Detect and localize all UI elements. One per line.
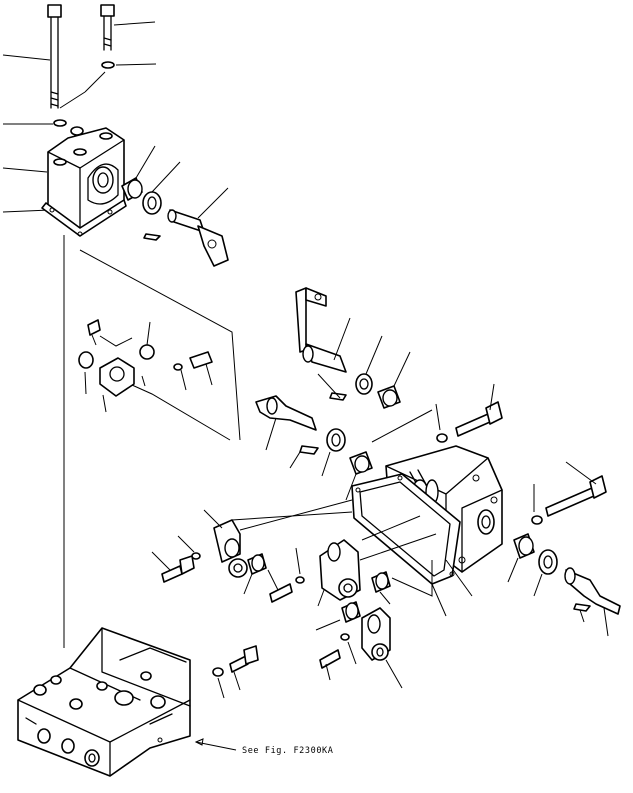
bushing-top: [121, 177, 143, 201]
shaft-middle: [255, 395, 319, 469]
reference-leader: [194, 738, 237, 751]
seal-middle: [321, 428, 346, 477]
pin-top: [143, 233, 161, 241]
fork-assembly-lines: [359, 515, 437, 597]
long-bolt-left: [47, 4, 62, 109]
bushing-fork-left: [243, 553, 267, 595]
washer-top: [101, 61, 115, 69]
shaft-top: [167, 209, 229, 267]
bolt-right-middle: [371, 383, 503, 443]
callout-lines-top-left: [2, 21, 157, 213]
callout-lines-top-right: [135, 145, 229, 219]
bushing-middle: [345, 451, 373, 501]
fork-center: [317, 539, 361, 607]
callout-lines-housing: [431, 559, 473, 617]
mid-left-group: [78, 319, 231, 441]
seal-right-upper: [355, 373, 373, 395]
valve-body: [17, 627, 191, 777]
bolt-fork-right-lower: [319, 633, 357, 681]
top-cover-housing: [41, 127, 127, 237]
lever-upper-right: [295, 287, 347, 373]
bolt-fork-left: [151, 535, 201, 583]
assembly-line-top: [63, 235, 241, 648]
bushing-fork-center: [315, 571, 391, 631]
fork-left: [203, 499, 353, 578]
housing-right-parts: [507, 461, 621, 637]
reference-note: See Fig. F2300KA: [242, 746, 334, 756]
callout-lines-right-upper: [317, 317, 411, 399]
bushing-right-upper: [377, 385, 401, 409]
bolt-valve-body: [212, 645, 259, 699]
fork-right-lower: [361, 607, 403, 689]
washer-left: [53, 119, 67, 127]
bolt-fork-center: [267, 547, 305, 603]
seal-top: [142, 191, 162, 215]
gasket: [351, 473, 461, 585]
short-bolt-right: [100, 4, 115, 51]
